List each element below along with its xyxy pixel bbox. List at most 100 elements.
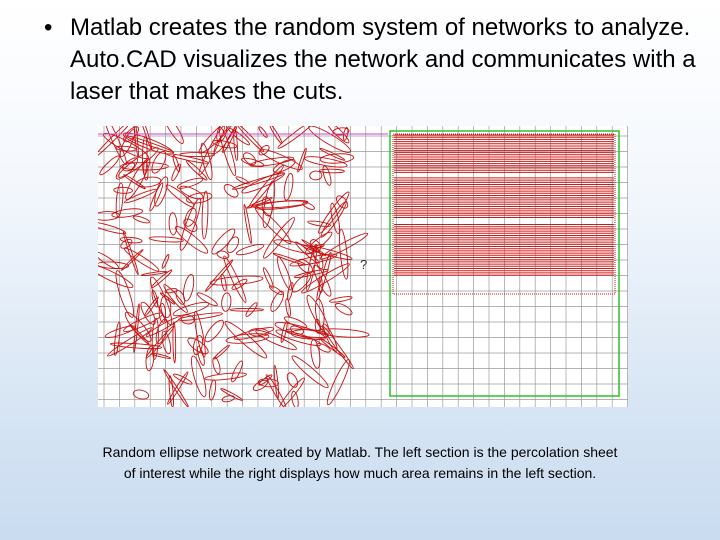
network-ellipse bbox=[291, 272, 312, 293]
network-ellipse bbox=[276, 256, 292, 291]
ellipse-network bbox=[98, 126, 370, 407]
network-ellipse bbox=[309, 244, 325, 250]
network-ellipse bbox=[176, 177, 204, 189]
network-ellipse bbox=[242, 152, 257, 166]
network-ellipse bbox=[99, 155, 120, 176]
network-ellipse bbox=[297, 258, 313, 274]
network-ellipse bbox=[171, 163, 181, 182]
network-ellipse bbox=[136, 176, 162, 188]
network-ellipse bbox=[212, 356, 221, 375]
network-ellipse bbox=[274, 322, 326, 341]
network-ellipse bbox=[322, 165, 332, 186]
network-ellipse bbox=[165, 184, 195, 208]
network-ellipse bbox=[98, 126, 133, 158]
network-ellipse bbox=[125, 158, 151, 201]
network-ellipse bbox=[320, 338, 346, 358]
bullet-symbol: • bbox=[44, 14, 53, 41]
network-ellipse bbox=[151, 289, 159, 308]
network-ellipse bbox=[204, 372, 247, 381]
network-ellipse bbox=[115, 145, 137, 152]
network-ellipse bbox=[209, 379, 217, 401]
network-ellipse bbox=[318, 191, 350, 234]
network-ellipse bbox=[302, 201, 315, 210]
bullet-text: Matlab creates the random system of netw… bbox=[70, 14, 696, 105]
network-ellipse bbox=[218, 126, 237, 177]
network-ellipse bbox=[213, 126, 236, 154]
network-ellipse bbox=[279, 377, 305, 407]
network-ellipse bbox=[268, 285, 283, 296]
network-ellipse bbox=[98, 251, 119, 270]
network-ellipse bbox=[225, 333, 270, 344]
network-ellipse bbox=[277, 126, 316, 149]
network-ellipse bbox=[272, 252, 307, 266]
network-ellipse bbox=[306, 294, 330, 335]
network-ellipse bbox=[286, 372, 299, 388]
network-ellipse bbox=[285, 298, 291, 317]
network-ellipse bbox=[339, 228, 349, 280]
indicator-frame bbox=[392, 133, 616, 295]
network-ellipse bbox=[160, 295, 172, 319]
right-section-boundary bbox=[389, 130, 620, 397]
network-ellipse bbox=[294, 269, 329, 278]
network-ellipse bbox=[166, 153, 209, 164]
network-ellipse bbox=[223, 184, 239, 198]
network-ellipse bbox=[273, 239, 316, 254]
network-ellipse bbox=[319, 153, 355, 164]
network-ellipse bbox=[179, 197, 202, 251]
network-ellipse bbox=[167, 371, 189, 405]
network-ellipse bbox=[113, 321, 121, 356]
network-ellipse bbox=[310, 339, 321, 369]
network-ellipse bbox=[122, 161, 136, 172]
network-ellipse bbox=[262, 267, 274, 289]
network-ellipse bbox=[262, 180, 276, 229]
network-ellipse bbox=[291, 390, 299, 407]
network-ellipse bbox=[119, 236, 143, 244]
network-ellipse bbox=[144, 296, 159, 317]
network-ellipse bbox=[184, 207, 197, 227]
network-ellipse bbox=[163, 368, 189, 407]
network-ellipse bbox=[243, 203, 252, 244]
network-ellipse bbox=[320, 201, 347, 238]
network-ellipse bbox=[132, 215, 150, 224]
network-ellipse bbox=[319, 147, 346, 161]
network-ellipse bbox=[329, 296, 353, 303]
marker-symbol: ? bbox=[360, 257, 367, 272]
network-ellipse bbox=[163, 284, 188, 313]
network-ellipse bbox=[113, 186, 133, 194]
network-ellipse bbox=[297, 147, 307, 173]
network-ellipse bbox=[125, 135, 175, 153]
network-ellipse bbox=[229, 307, 264, 312]
network-ellipse bbox=[303, 244, 353, 260]
network-ellipse bbox=[235, 176, 250, 185]
network-ellipse bbox=[98, 264, 134, 288]
network-ellipse bbox=[159, 292, 176, 305]
network-ellipse bbox=[201, 190, 209, 240]
network-ellipse bbox=[270, 290, 285, 312]
network-ellipse bbox=[255, 329, 297, 351]
network-ellipse bbox=[179, 152, 216, 158]
network-ellipse bbox=[151, 317, 159, 360]
network-ellipse bbox=[124, 311, 152, 342]
network-ellipse bbox=[132, 389, 150, 400]
network-ellipse bbox=[149, 182, 164, 212]
network-ellipse bbox=[198, 126, 236, 154]
network-ellipse bbox=[305, 243, 318, 292]
network-ellipse bbox=[98, 211, 120, 221]
network-ellipse bbox=[221, 292, 232, 312]
figure-caption: Random ellipse network created by Matlab… bbox=[102, 444, 618, 481]
network-ellipse bbox=[178, 312, 223, 321]
network-ellipse bbox=[196, 345, 205, 366]
network-ellipse bbox=[151, 151, 167, 174]
network-ellipse bbox=[221, 395, 235, 403]
network-ellipse bbox=[196, 292, 218, 307]
network-ellipse bbox=[308, 126, 352, 153]
network-ellipse bbox=[316, 328, 370, 338]
network-ellipse bbox=[168, 212, 178, 236]
network-ellipse bbox=[123, 174, 146, 190]
network-ellipse bbox=[283, 316, 308, 329]
network-ellipse bbox=[192, 335, 204, 356]
network-ellipse bbox=[168, 375, 174, 407]
network-ellipse bbox=[321, 325, 354, 370]
network-ellipse bbox=[233, 327, 275, 340]
network-ellipse bbox=[220, 388, 243, 401]
